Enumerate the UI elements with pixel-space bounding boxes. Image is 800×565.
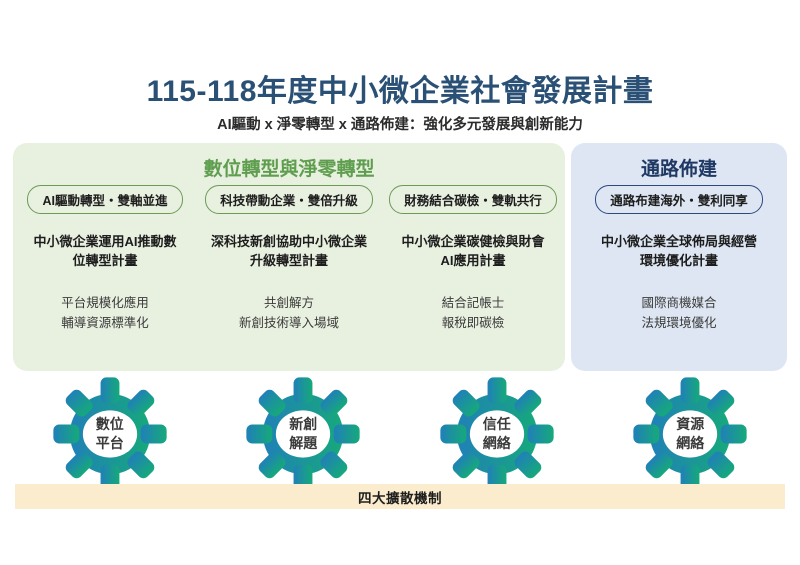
gear-cell-startup-solving: 新創 解題 <box>207 375 401 493</box>
gear-cell-digital-platform: 數位 平台 <box>13 375 207 493</box>
gear-cell-trust-network: 信任 網絡 <box>400 375 594 493</box>
pill-carbon-finance[interactable]: 財務結合碳檢・雙軌共行 <box>389 185 557 214</box>
bottom-bar-label: 四大擴散機制 <box>358 490 442 506</box>
panel-digital-net-zero: 數位轉型與淨零轉型 AI驅動轉型・雙軸並進 中小微企業運用AI推動數 位轉型計畫… <box>13 143 565 371</box>
gear-icon <box>633 377 747 491</box>
column-ai-transformation: AI驅動轉型・雙軸並進 中小微企業運用AI推動數 位轉型計畫 平台規模化應用 輔… <box>13 185 197 371</box>
gear-startup-solving[interactable]: 新創 解題 <box>244 375 362 493</box>
gear-icon <box>440 377 554 491</box>
gear-icon <box>246 377 360 491</box>
column-carbon-finance: 財務結合碳檢・雙軌共行 中小微企業碳健檢與財會 AI應用計畫 結合記帳士 報稅即… <box>381 185 565 371</box>
pill-deep-tech-startup[interactable]: 科技帶動企業・雙倍升級 <box>205 185 373 214</box>
gear-resource-network[interactable]: 資源 網絡 <box>631 375 749 493</box>
gears-row: 數位 平台 <box>13 375 787 493</box>
page-subtitle: AI驅動 x 淨零轉型 x 通路佈建：強化多元發展與創新能力 <box>217 117 583 133</box>
column-deep-tech-startup: 科技帶動企業・雙倍升級 深科技新創協助中小微企業 升級轉型計畫 共創解方 新創技… <box>197 185 381 371</box>
gear-icon <box>53 377 167 491</box>
bottom-bar: 四大擴散機制 <box>15 484 785 509</box>
pill-ai-transformation[interactable]: AI驅動轉型・雙軸並進 <box>27 185 183 214</box>
panel-heading-channel-deployment: 通路佈建 <box>640 159 717 180</box>
column-global-layout: 通路布建海外・雙利同享 中小微企業全球佈局與經營 環境優化計畫 國際商機媒合 法… <box>571 185 787 371</box>
gear-cell-resource-network: 資源 網絡 <box>594 375 788 493</box>
pill-global-layout[interactable]: 通路布建海外・雙利同享 <box>595 185 763 214</box>
gear-digital-platform[interactable]: 數位 平台 <box>51 375 169 493</box>
plan-subitems-global-layout: 國際商機媒合 法規環境優化 <box>641 295 717 330</box>
panel-columns-channel-deployment: 通路布建海外・雙利同享 中小微企業全球佈局與經營 環境優化計畫 國際商機媒合 法… <box>571 185 787 371</box>
gear-trust-network[interactable]: 信任 網絡 <box>438 375 556 493</box>
panel-channel-deployment: 通路佈建 通路布建海外・雙利同享 中小微企業全球佈局與經營 環境優化計畫 國際商… <box>571 143 787 371</box>
plan-title-carbon-finance: 中小微企業碳健檢與財會 AI應用計畫 <box>401 234 545 268</box>
plan-subitems-ai-transformation: 平台規模化應用 輔導資源標準化 <box>61 295 149 330</box>
plan-subitems-carbon-finance: 結合記帳士 報稅即碳檢 <box>441 295 505 330</box>
panel-heading-digital-net-zero: 數位轉型與淨零轉型 <box>203 159 375 180</box>
plan-subitems-deep-tech-startup: 共創解方 新創技術導入場域 <box>238 295 339 330</box>
panel-columns-digital-net-zero: AI驅動轉型・雙軸並進 中小微企業運用AI推動數 位轉型計畫 平台規模化應用 輔… <box>13 185 565 371</box>
page-title: 115-118年度中小微企業社會發展計畫 <box>146 75 654 108</box>
plan-title-deep-tech-startup: 深科技新創協助中小微企業 升級轉型計畫 <box>210 234 367 268</box>
plan-title-global-layout: 中小微企業全球佈局與經營 環境優化計畫 <box>600 234 757 268</box>
plan-title-ai-transformation: 中小微企業運用AI推動數 位轉型計畫 <box>33 234 177 268</box>
